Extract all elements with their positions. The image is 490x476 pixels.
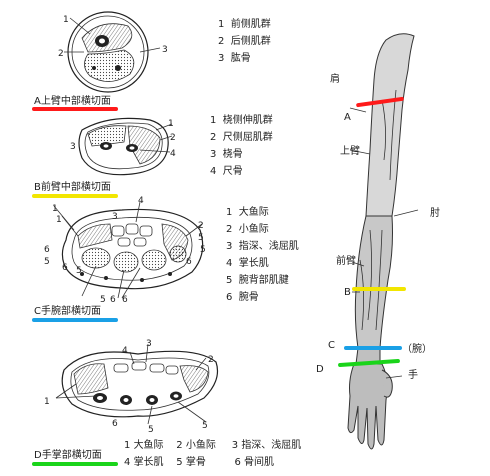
cross-section-c-drawing [53, 201, 204, 299]
cross-section-b-drawing [78, 117, 173, 176]
legend-item: 6 腕骨 [226, 292, 259, 303]
callout-c-4: 4 [138, 196, 144, 206]
callout-a-3: 3 [162, 45, 168, 55]
arm-highlight-b [352, 287, 406, 291]
callout-a-2: 2 [58, 49, 64, 59]
arm-label-b: B [344, 287, 351, 298]
callout-c-5d: 5 [76, 266, 82, 276]
legend-row-1: 1 大鱼际 2 小鱼际 3 指深、浅屈肌 [124, 437, 301, 454]
arm-label-forearm: 前臂 [336, 256, 356, 267]
legend-item: 2 尺侧屈肌群 [210, 132, 273, 143]
caption-b: B前臂中部横切面 [34, 182, 111, 193]
legend-item: 5 腕背部肌腱 [226, 275, 289, 286]
legend-c: 1 大鱼际 2 小鱼际 3 指深、浅屈肌 4 掌长肌 5 腕背部肌腱 6 腕骨 [226, 204, 299, 306]
callout-d-5a: 5 [148, 425, 154, 435]
legend-item: 3 指深、浅屈肌 [226, 241, 299, 252]
legend-item: 4 掌长肌 [226, 258, 269, 269]
callout-b-4: 4 [170, 149, 176, 159]
legend-item: 3 肱骨 [218, 53, 251, 64]
callout-a-1: 1 [63, 15, 69, 25]
legend-item: 2 后侧肌群 [218, 36, 271, 47]
legend-item: 1 前侧肌群 [218, 19, 271, 30]
caption-a: A上臂中部横切面 [34, 96, 111, 107]
arm-highlight-c [344, 346, 402, 350]
arm-label-wrist: （腕） [402, 344, 432, 355]
arm-illustration [347, 33, 419, 450]
callout-c-6e: 6 [122, 295, 128, 305]
callout-d-5b: 5 [202, 421, 208, 431]
legend-item: 3 桡骨 [210, 149, 243, 160]
legend-item: 5 掌骨 [176, 457, 206, 468]
legend-item: 1 大鱼际 [124, 440, 164, 451]
legend-b: 1 桡侧伸肌群 2 尺侧屈肌群 3 桡骨 4 尺骨 [210, 112, 273, 180]
caption-d: D手掌部横切面 [34, 450, 102, 461]
cross-section-d-drawing [55, 343, 219, 425]
arm-label-hand: 手 [408, 370, 418, 381]
legend-item: 2 小鱼际 [176, 440, 216, 451]
caption-c: C手腕部横切面 [34, 306, 101, 317]
callout-d-1: 1 [44, 397, 50, 407]
legend-row-2: 4 掌长肌 5 掌骨 6 骨间肌 [124, 454, 301, 471]
arm-label-shoulder: 肩 [330, 74, 340, 85]
callout-c-5a: 5 [198, 233, 204, 243]
callout-c-6b: 6 [186, 257, 192, 267]
highlight-bar-d [32, 462, 118, 466]
arm-label-c: C [328, 340, 335, 351]
callout-c-3: 3 [112, 212, 118, 222]
callout-b-2: 2 [170, 133, 176, 143]
highlight-bar-c [32, 318, 118, 322]
highlight-bar-a [32, 107, 118, 111]
legend-item: 3 指深、浅屈肌 [231, 440, 302, 451]
arm-label-elbow: 肘 [430, 208, 440, 219]
callout-c-1a: 1 [52, 204, 58, 214]
callout-d-3: 3 [146, 339, 152, 349]
legend-item: 4 尺骨 [210, 166, 243, 177]
callout-c-5e: 5 [100, 295, 106, 305]
callout-b-3: 3 [70, 142, 76, 152]
legend-item: 4 掌长肌 [124, 457, 164, 468]
legend-d: 1 大鱼际 2 小鱼际 3 指深、浅屈肌 4 掌长肌 5 掌骨 6 骨间肌 [124, 437, 301, 471]
callout-c-1b: 1 [56, 215, 62, 225]
callout-c-2: 2 [198, 221, 204, 231]
callout-c-5b: 5 [200, 245, 206, 255]
callout-b-1: 1 [168, 119, 174, 129]
callout-c-6c: 6 [62, 263, 68, 273]
legend-item: 1 大鱼际 [226, 207, 269, 218]
arm-label-a: A [344, 112, 351, 123]
cross-section-a-drawing [64, 11, 161, 93]
legend-a: 1 前侧肌群 2 后侧肌群 3 肱骨 [218, 16, 271, 67]
arm-label-d: D [316, 364, 324, 375]
legend-item: 1 桡侧伸肌群 [210, 115, 273, 126]
callout-c-5c: 5 [44, 257, 50, 267]
legend-item: 6 骨间肌 [234, 457, 275, 468]
callout-c-6d: 6 [110, 295, 116, 305]
legend-item: 2 小鱼际 [226, 224, 269, 235]
callout-d-2: 2 [208, 355, 214, 365]
highlight-bar-b [32, 194, 118, 198]
callout-c-6a: 6 [44, 245, 50, 255]
callout-d-4: 4 [122, 346, 128, 356]
callout-d-6: 6 [112, 419, 118, 429]
arm-label-upper-arm: 上臂 [340, 146, 360, 157]
